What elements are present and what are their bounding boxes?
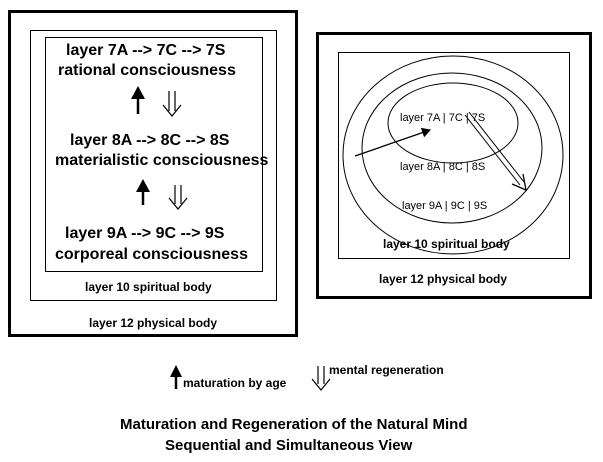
regeneration-ring-arrow-a xyxy=(464,114,521,186)
left-spiritual-body-label: layer 10 spiritual body xyxy=(85,280,212,294)
regeneration-ring-arrow-b xyxy=(468,111,525,183)
corporeal-label: corporeal consciousness xyxy=(55,246,248,263)
middle-ring-label: layer 8A | 8C | 8S xyxy=(400,161,486,173)
legend-up-arrow xyxy=(170,365,182,389)
up-arrow-2 xyxy=(136,179,150,205)
legend-regeneration-label: mental regeneration xyxy=(329,363,444,377)
left-middle-frame xyxy=(30,30,277,301)
regeneration-ring-arrowhead xyxy=(511,173,527,192)
inner-ring xyxy=(387,82,519,164)
left-physical-body-label: layer 12 physical body xyxy=(89,316,218,330)
maturation-ring-arrow xyxy=(354,127,431,157)
left-outer-frame xyxy=(8,10,298,337)
right-physical-body-label: layer 12 physical body xyxy=(379,272,508,286)
legend-down-double-arrow xyxy=(311,366,331,391)
right-middle-frame xyxy=(338,52,570,259)
inner-ring-label: layer 7A | 7C | 7S xyxy=(400,112,486,124)
up-arrow-1 xyxy=(131,86,145,114)
layer8-label: layer 8A --> 8C --> 8S xyxy=(70,132,230,149)
right-outer-frame xyxy=(316,32,592,299)
outer-ring xyxy=(342,55,564,255)
right-spiritual-body-label: layer 10 spiritual body xyxy=(383,237,510,251)
down-double-arrow-2 xyxy=(168,185,188,210)
left-inner-frame xyxy=(45,37,263,272)
outer-ring-label: layer 9A | 9C | 9S xyxy=(402,200,488,212)
layer9-label: layer 9A --> 9C --> 9S xyxy=(65,225,225,242)
middle-ring xyxy=(361,72,543,224)
down-double-arrow-1 xyxy=(162,91,182,117)
caption-line-2: Sequential and Simultaneous View xyxy=(165,437,413,454)
layer7-label: layer 7A --> 7C --> 7S xyxy=(66,42,226,59)
rational-label: rational consciousness xyxy=(58,62,236,79)
caption-line-1: Maturation and Regeneration of the Natur… xyxy=(120,416,468,433)
legend-maturation-label: maturation by age xyxy=(183,376,287,390)
materialistic-label: materialistic consciousness xyxy=(55,152,269,169)
